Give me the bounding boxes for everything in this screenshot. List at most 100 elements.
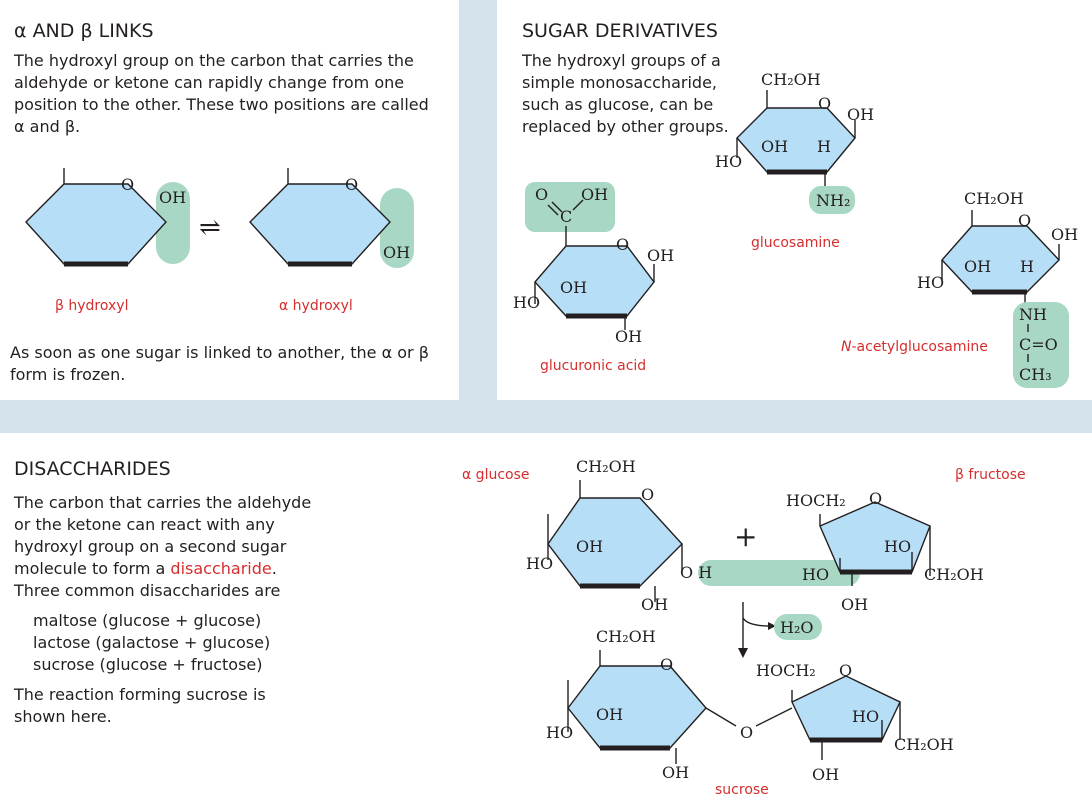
alpha-beta-footer: As soon as one sugar is linked to anothe… (10, 343, 429, 384)
nacetyl-h: H (1020, 257, 1034, 276)
alpha-glucose-ho: HO (526, 554, 553, 573)
alpha-beta-body: The hydroxyl group on the carbon that ca… (14, 51, 429, 136)
band-bottom-left (0, 400, 459, 404)
sucrose-glucose-ring (567, 665, 707, 749)
plus-sign: + (734, 520, 757, 553)
beta-ring (25, 183, 167, 265)
alpha-glucose-ring (547, 497, 683, 587)
glucosamine-ho: HO (715, 152, 742, 171)
sucrose-glucose-oh-inner: OH (596, 705, 623, 724)
glucuronic-ho: HO (513, 293, 540, 312)
derivatives-body: The hydroxyl groups of a simple monosacc… (522, 51, 729, 136)
beta-hydroxyl-label: β hydroxyl (55, 298, 129, 314)
glucuronic-ring-o: O (616, 235, 629, 254)
glucuronic-cooh-oh: OH (581, 185, 608, 204)
glucosamine-ch2oh: CH₂OH (761, 70, 821, 89)
alpha-glucose-oh-bottom: OH (641, 595, 668, 614)
glucuronic-o: O (535, 185, 548, 204)
disaccharides-footer: The reaction forming sucrose is shown he… (14, 685, 266, 726)
water-highlight (774, 614, 822, 640)
beta-fructose-ring (819, 501, 931, 573)
sucrose-fructose-hoch2: HOCH₂ (756, 661, 816, 680)
reaction-arrowhead (738, 648, 748, 658)
nacetyl-label-italic-n: N (841, 339, 852, 355)
sucrose-glucose-oh-bottom: OH (662, 763, 689, 782)
disaccharide-list-item: maltose (glucose + glucose) (33, 611, 262, 630)
disaccharides-body-1: The carbon that carries the aldehyde or … (14, 493, 312, 578)
alpha-glucose-ch2oh: CH₂OH (576, 457, 636, 476)
beta-oh-highlight (156, 182, 190, 264)
glucosamine-nh2: NH₂ (816, 191, 850, 210)
water-arrow (742, 617, 771, 627)
band-horizontal (0, 400, 1092, 433)
sucrose-fructose-oh-bottom: OH (812, 765, 839, 784)
condensation-highlight (698, 560, 860, 586)
nacetyl-ring (941, 225, 1060, 293)
beta-fructose-oh-bottom: OH (841, 595, 868, 614)
nacetyl-c-eq-o: C=O (1019, 335, 1058, 354)
sucrose-fructose-o: O (839, 661, 852, 680)
alpha-hydroxyl-label: α hydroxyl (279, 298, 353, 314)
disaccharide-list: maltose (glucose + glucose) lactose (gal… (33, 610, 333, 676)
alpha-oh: OH (383, 243, 410, 262)
alpha-glucose-o: O (641, 485, 654, 504)
disaccharide-term: disaccharide (170, 559, 272, 578)
disaccharides-heading: DISACCHARIDES (14, 458, 171, 480)
sucrose-reaction-diagram: CH₂OH O OH HO OH O H + HOCH₂ O HO HO CH₂… (526, 457, 984, 784)
beta-fructose-ch2oh: CH₂OH (924, 565, 984, 584)
beta-fructose-hoch2: HOCH₂ (786, 491, 846, 510)
glucosamine-ring (736, 107, 856, 173)
sucrose-glucose-ch2oh: CH₂OH (596, 627, 656, 646)
nacetylglucosamine-label: N-acetylglucosamine (841, 339, 988, 355)
sucrose-label: sucrose (715, 782, 769, 798)
derivatives-heading: SUGAR DERIVATIVES (522, 20, 718, 42)
equilibrium-arrows: ⇌ (199, 213, 221, 243)
sucrose-fructose-ho: HO (852, 707, 879, 726)
glucuronic-oh-right: OH (647, 246, 674, 265)
glucuronic-cooh-highlight (525, 182, 615, 232)
beta-fructose-label: β fructose (955, 467, 1026, 483)
glucuronic-c: C (560, 207, 572, 226)
alpha-ring-o: O (345, 175, 358, 194)
glucuronic-acid-label: glucuronic acid (540, 358, 647, 374)
glucosamine-oh-inner: OH (761, 137, 788, 156)
nacetyl-ch3: CH₃ (1019, 365, 1052, 384)
beta-oh: OH (159, 188, 186, 207)
disaccharide-list-item: lactose (galactose + glucose) (33, 633, 271, 652)
nacetyl-ho: HO (917, 273, 944, 292)
alpha-glucose-oh-inner: OH (576, 537, 603, 556)
beta-fructose-ho-left: HO (802, 565, 829, 584)
glucosamine-h: H (817, 137, 831, 156)
nacetyl-group-highlight (1013, 302, 1069, 388)
alpha-glucose-label: α glucose (462, 467, 530, 483)
glucosamine-label: glucosamine (751, 235, 840, 251)
alpha-beta-heading: α AND β LINKS (14, 20, 154, 42)
beta-fructose-o: O (869, 489, 882, 508)
sucrose-glucose-ho: HO (546, 723, 573, 742)
disaccharides-body: The carbon that carries the aldehyde or … (14, 492, 324, 602)
derivatives-diagram: CH₂OH O OH OH H HO NH₂ O C OH O OH OH HO… (513, 70, 1078, 388)
beta-ring-o: O (121, 175, 134, 194)
glucosamine-oh-right: OH (847, 105, 874, 124)
alpha-oh-highlight (380, 188, 414, 268)
alpha-ring (249, 183, 391, 265)
sucrose-fructose-ch2oh: CH₂OH (894, 735, 954, 754)
band-vertical (459, 0, 497, 432)
alpha-glucose-o-h: O H (680, 563, 712, 582)
nacetyl-label-suffix: -acetylglucosamine (851, 339, 988, 355)
glucosamine-o: O (818, 94, 831, 113)
sucrose-fructose-ring (791, 675, 901, 741)
glucuronic-oh-bottom: OH (615, 327, 642, 346)
water-label: H₂O (780, 618, 813, 637)
nacetyl-oh-right: OH (1051, 225, 1078, 244)
sucrose-glucose-o: O (660, 655, 673, 674)
glucosamine-nh2-highlight (809, 186, 855, 214)
alpha-beta-diagram: O OH ⇌ O OH (25, 168, 414, 268)
disaccharides-body-2: . Three common disaccharides are (14, 559, 281, 600)
beta-fructose-ho-inner: HO (884, 537, 911, 556)
water-arrowhead (768, 622, 776, 630)
disaccharide-list-item: sucrose (glucose + fructose) (33, 655, 263, 674)
nacetyl-o: O (1018, 211, 1031, 230)
glucuronic-oh-inner: OH (560, 278, 587, 297)
nacetyl-ch2oh: CH₂OH (964, 189, 1024, 208)
